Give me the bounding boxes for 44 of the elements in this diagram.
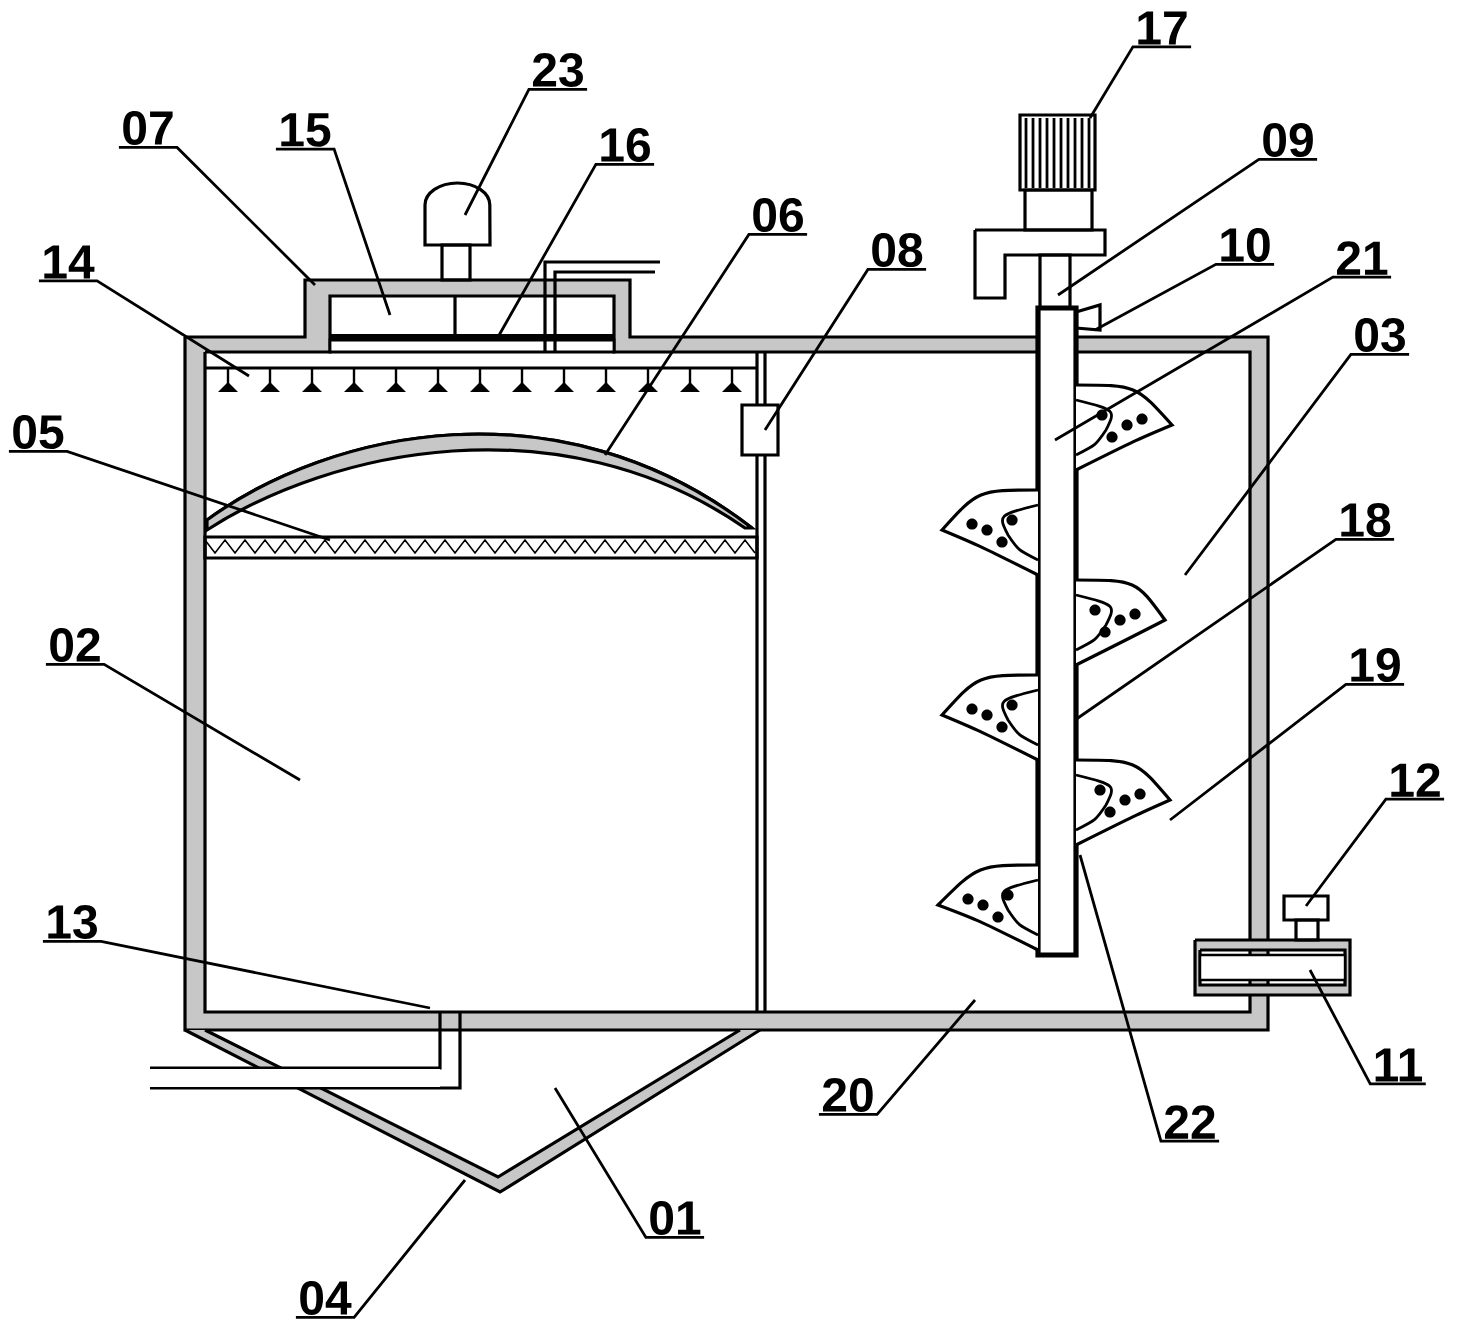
callout-number: 23 xyxy=(532,53,583,87)
callout-number: 19 xyxy=(1351,648,1400,682)
leader-line xyxy=(1094,263,1275,332)
callout-number: 07 xyxy=(123,111,173,145)
leader-line xyxy=(1304,797,1445,907)
leader-line xyxy=(295,1179,467,1319)
callout-number: 12 xyxy=(1391,763,1440,797)
callout-number: 10 xyxy=(1221,228,1270,262)
leader-line xyxy=(763,268,927,431)
leader-line xyxy=(275,147,392,316)
callout-number: 03 xyxy=(1355,318,1405,352)
leader-line xyxy=(45,663,301,782)
leader-line xyxy=(1057,158,1318,297)
callout-number: 06 xyxy=(753,198,803,232)
leader-line xyxy=(1308,969,1426,1086)
callout-number: 11 xyxy=(1375,1048,1423,1082)
leader-line xyxy=(38,279,250,378)
callout-number: 22 xyxy=(1165,1105,1215,1139)
leader-line xyxy=(463,88,588,216)
leader-line xyxy=(1078,854,1220,1143)
callout-number: 21 xyxy=(1337,241,1388,275)
callout-number: 17 xyxy=(1138,11,1187,45)
leader-line xyxy=(42,940,431,1010)
leader-line xyxy=(118,146,316,286)
leader-line xyxy=(603,233,808,456)
callout-number: 05 xyxy=(13,415,64,449)
callout-number: 14 xyxy=(44,245,95,279)
leader-line xyxy=(1054,275,1392,442)
leader-line xyxy=(1088,45,1192,119)
callout-number: 20 xyxy=(822,1078,873,1112)
callout-number: 15 xyxy=(281,113,331,147)
callout-number: 02 xyxy=(50,628,100,662)
leader-line xyxy=(818,999,977,1116)
callout-number: 01 xyxy=(650,1201,701,1235)
leader-line xyxy=(8,450,331,542)
callout-number: 18 xyxy=(1341,503,1391,537)
callout-number: 04 xyxy=(300,1281,352,1315)
callout-number: 09 xyxy=(1263,123,1313,157)
leader-line xyxy=(1169,683,1405,822)
leader-line xyxy=(1183,353,1410,576)
callout-number: 08 xyxy=(872,233,923,267)
callout-number: 13 xyxy=(48,905,97,939)
leader-line xyxy=(553,1087,705,1239)
callout-number: 16 xyxy=(601,128,650,162)
